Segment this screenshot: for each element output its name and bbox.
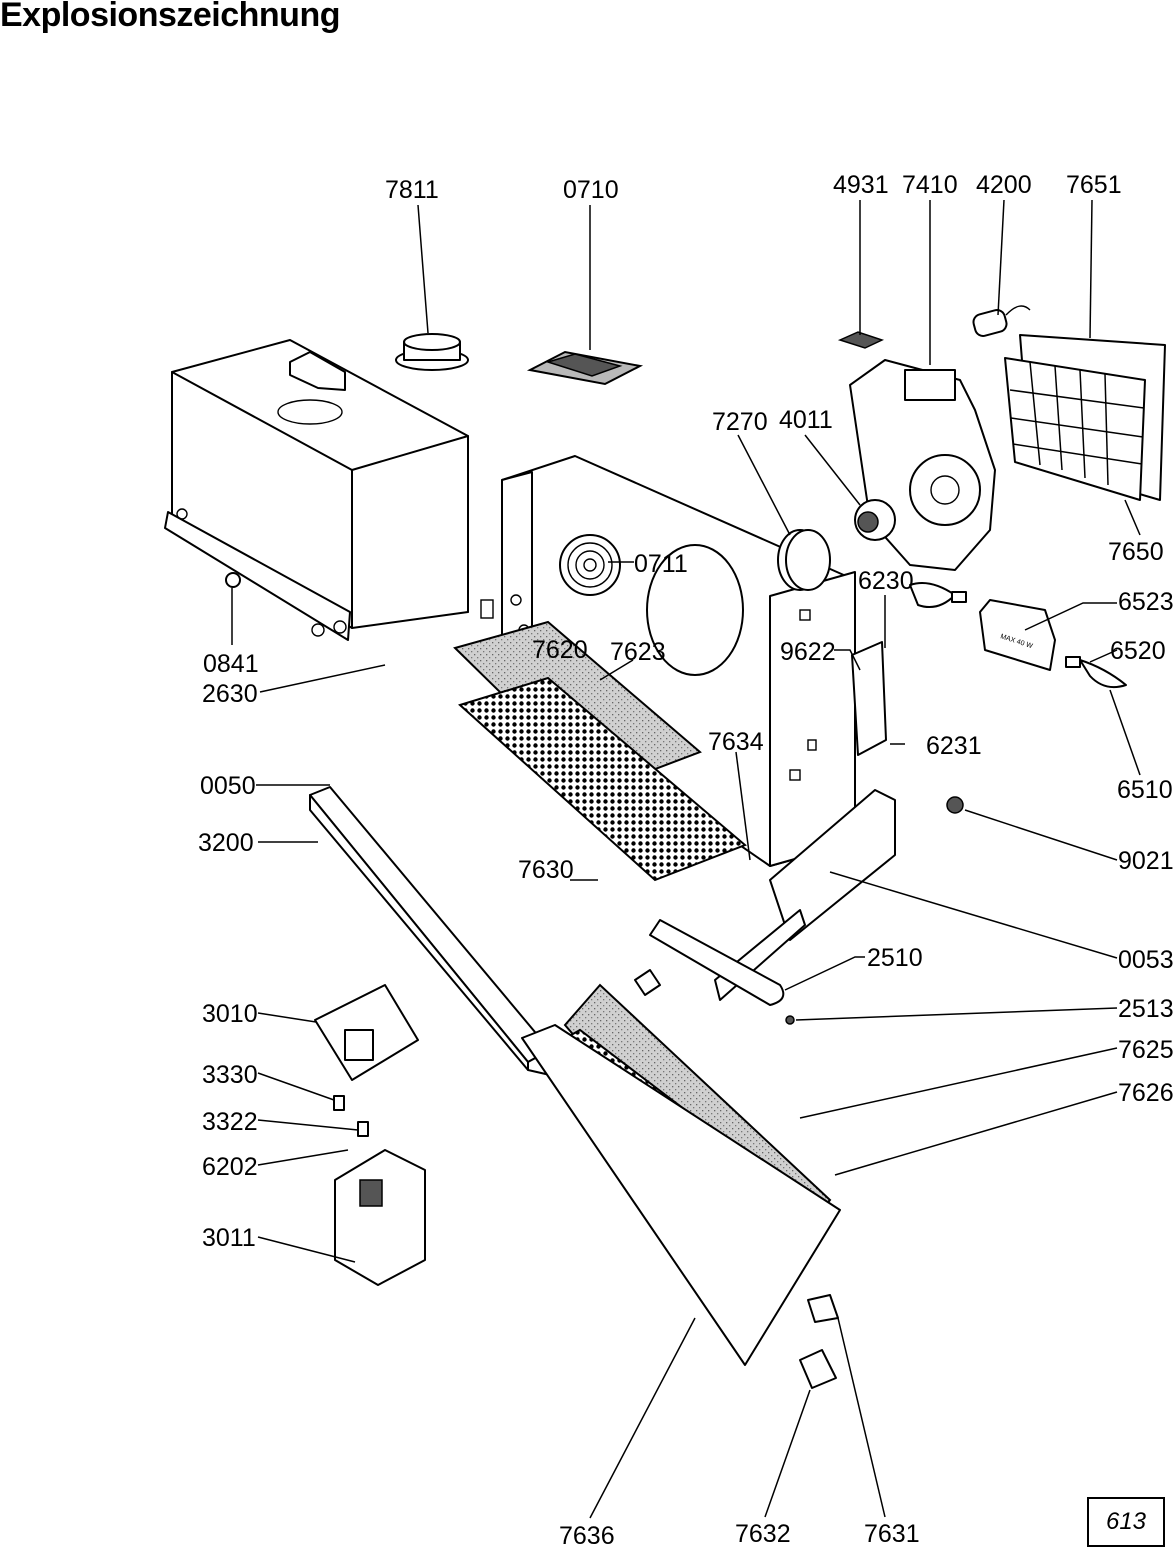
motor-part: [854, 499, 896, 541]
part-label-9622: 9622: [780, 638, 836, 666]
part-label-7626: 7626: [1118, 1079, 1174, 1107]
flap-part: [526, 350, 644, 386]
part-label-4011: 4011: [779, 406, 833, 434]
part-label-0711: 0711: [634, 550, 688, 578]
part-label-4931: 4931: [833, 171, 889, 199]
bracket-part: [851, 641, 887, 756]
screw-part: [785, 1015, 795, 1025]
knob-part: [946, 796, 964, 814]
part-label-6523: 6523: [1118, 588, 1174, 616]
page-number-box: 613: [1087, 1497, 1165, 1547]
part-label-0841: 0841: [203, 650, 259, 678]
round-adapter-part: [395, 333, 469, 371]
charcoal-filter-part: [453, 620, 747, 882]
part-label-7625: 7625: [1118, 1036, 1174, 1064]
control-panel-part: [314, 984, 419, 1081]
clip-part: [634, 969, 661, 996]
part-label-3010: 3010: [202, 1000, 258, 1028]
part-label-6231: 6231: [926, 732, 982, 760]
part-label-7631: 7631: [864, 1520, 920, 1548]
part-label-0053: 0053: [1118, 946, 1174, 974]
part-label-0050: 0050: [200, 772, 256, 800]
part-label-6230: 6230: [858, 567, 914, 595]
bulb-part: [1065, 656, 1127, 689]
button-part: [333, 1095, 345, 1111]
part-label-7623: 7623: [610, 638, 666, 666]
part-label-0710: 0710: [563, 176, 619, 204]
part-label-7811: 7811: [385, 176, 439, 204]
part-label-3200: 3200: [198, 829, 254, 857]
part-label-7270: 7270: [712, 408, 768, 436]
part-label-7651: 7651: [1066, 171, 1122, 199]
capacitor-part: [972, 305, 1031, 337]
bulb-part: [909, 582, 967, 608]
part-label-7650: 7650: [1108, 538, 1164, 566]
motor-fan-part: [777, 529, 831, 591]
hood-cover-part: [164, 339, 469, 641]
part-label-6510: 6510: [1117, 776, 1173, 804]
part-label-7410: 7410: [902, 171, 958, 199]
part-label-2510: 2510: [867, 944, 923, 972]
part-label-6520: 6520: [1110, 637, 1166, 665]
lamp-holder-part: MAX 40 W: [979, 599, 1056, 671]
part-label-7632: 7632: [735, 1520, 791, 1548]
leader-lines: [231, 199, 1141, 1519]
chassis-part: [480, 455, 856, 867]
part-label-3322: 3322: [202, 1108, 258, 1136]
part-label-7630: 7630: [518, 856, 574, 884]
button-part: [357, 1121, 369, 1137]
part-label-9021: 9021: [1118, 847, 1174, 875]
part-label-4200: 4200: [976, 171, 1032, 199]
part-label-6202: 6202: [202, 1153, 258, 1181]
page-number: 613: [1105, 1508, 1147, 1535]
grease-filter-part: [1004, 334, 1166, 501]
part-label-2630: 2630: [202, 680, 258, 708]
bracket-part: [799, 1349, 837, 1389]
part-label-3330: 3330: [202, 1061, 258, 1089]
bracket-part: [807, 1294, 839, 1323]
part-labels: 7811 0710 4931 7410 4200 7651 7270 4011 …: [198, 171, 1174, 1550]
page-title: Explosionszeichnung: [0, 0, 340, 34]
tube-part: [649, 919, 785, 1006]
switch-housing-part: [334, 1149, 426, 1286]
part-label-7620: 7620: [532, 636, 588, 664]
clip-part: [837, 331, 885, 349]
part-label-2513: 2513: [1118, 995, 1174, 1023]
part-label-7636: 7636: [559, 1522, 615, 1550]
part-label-7634: 7634: [708, 728, 764, 756]
bottom-frame-part: [521, 1024, 841, 1366]
part-label-3011: 3011: [202, 1224, 256, 1252]
